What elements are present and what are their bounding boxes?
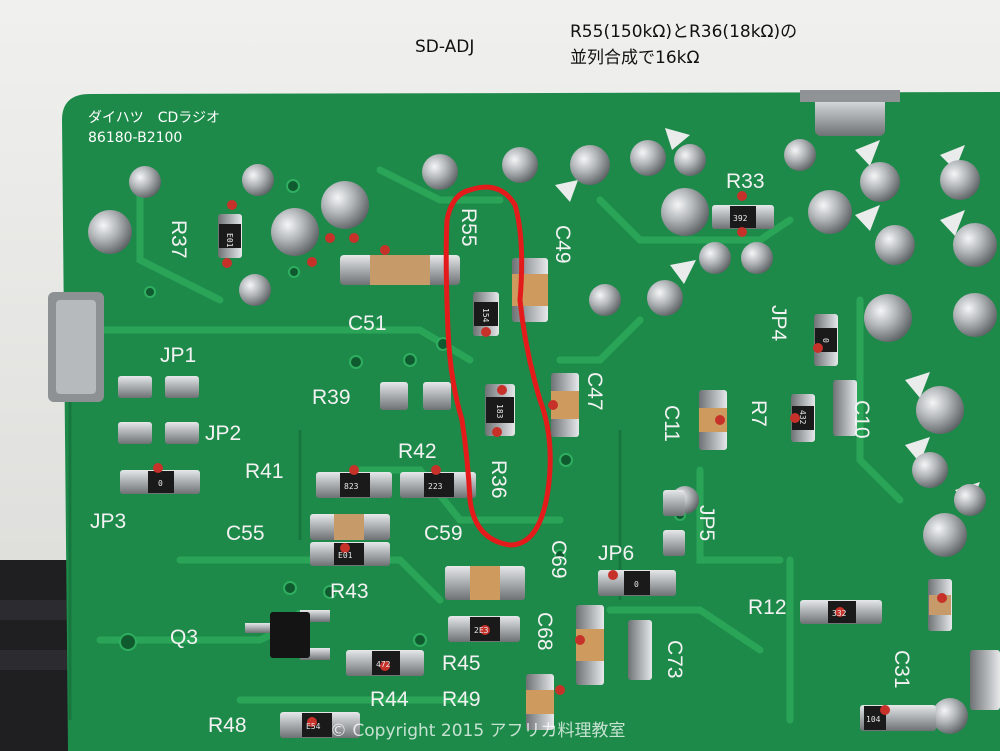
svg-text:223: 223 — [428, 482, 443, 491]
label-c68: C68 — [533, 612, 556, 651]
label-r7: R7 — [747, 400, 770, 427]
label-c51: C51 — [348, 312, 387, 335]
svg-text:E01: E01 — [338, 551, 353, 560]
chip-codes: E01 392 154 183 0 432 0 223 823 E01 0 33… — [158, 214, 881, 731]
label-r33: R33 — [726, 170, 765, 193]
highlight-outline — [443, 184, 553, 548]
label-r49: R49 — [442, 688, 481, 711]
svg-text:0: 0 — [634, 580, 639, 589]
label-r37: R37 — [167, 220, 190, 259]
label-r44: R44 — [370, 688, 409, 711]
label-c11: C11 — [660, 405, 683, 442]
silkscreen-labels: R37 R55 C49 R33 C51 JP1 JP2 JP3 R39 C47 … — [90, 170, 913, 737]
svg-text:472: 472 — [376, 660, 391, 669]
label-c55: C55 — [226, 522, 265, 545]
label-r43: R43 — [330, 580, 369, 603]
label-jp1: JP1 — [160, 344, 196, 367]
label-c31: C31 — [890, 650, 913, 689]
svg-text:E01: E01 — [225, 233, 234, 248]
label-c49: C49 — [551, 225, 574, 264]
label-q3: Q3 — [170, 626, 198, 649]
svg-text:823: 823 — [344, 482, 359, 491]
label-c59: C59 — [424, 522, 463, 545]
label-r12: R12 — [748, 596, 787, 619]
svg-text:154: 154 — [481, 308, 490, 323]
board-label-line2: 86180-B2100 — [88, 130, 182, 146]
label-jp5: JP5 — [695, 505, 718, 541]
svg-text:104: 104 — [866, 715, 881, 724]
caption-note-line1: R55(150kΩ)とR36(18kΩ)の — [570, 22, 797, 42]
copyright-watermark: © Copyright 2015 アフリカ料理教室 — [330, 721, 626, 741]
svg-text:392: 392 — [733, 214, 748, 223]
svg-text:0: 0 — [821, 338, 830, 343]
label-r39: R39 — [312, 386, 351, 409]
caption-note-line2: 並列合成で16kΩ — [570, 48, 699, 68]
svg-text:332: 332 — [832, 609, 847, 618]
label-jp3: JP3 — [90, 510, 126, 533]
label-jp4: JP4 — [767, 305, 790, 342]
svg-text:432: 432 — [798, 410, 807, 425]
caption-sd-adj: SD-ADJ — [415, 37, 474, 57]
label-r41: R41 — [245, 460, 284, 483]
solder-joints — [88, 139, 997, 734]
label-c69: C69 — [547, 540, 570, 579]
label-r48: R48 — [208, 714, 247, 737]
label-jp6: JP6 — [598, 542, 634, 565]
svg-text:183: 183 — [495, 404, 504, 419]
label-r55: R55 — [457, 208, 480, 247]
label-c10: C10 — [850, 400, 873, 439]
svg-text:E54: E54 — [306, 722, 321, 731]
svg-text:2E3: 2E3 — [474, 626, 489, 635]
label-r42: R42 — [398, 440, 437, 463]
board-label-line1: ダイハツ CDラジオ — [88, 110, 220, 126]
svg-text:0: 0 — [158, 479, 163, 488]
label-c73: C73 — [663, 640, 686, 679]
label-r36: R36 — [487, 460, 510, 499]
label-jp2: JP2 — [205, 422, 241, 445]
label-r45: R45 — [442, 652, 481, 675]
label-c47: C47 — [583, 372, 606, 411]
